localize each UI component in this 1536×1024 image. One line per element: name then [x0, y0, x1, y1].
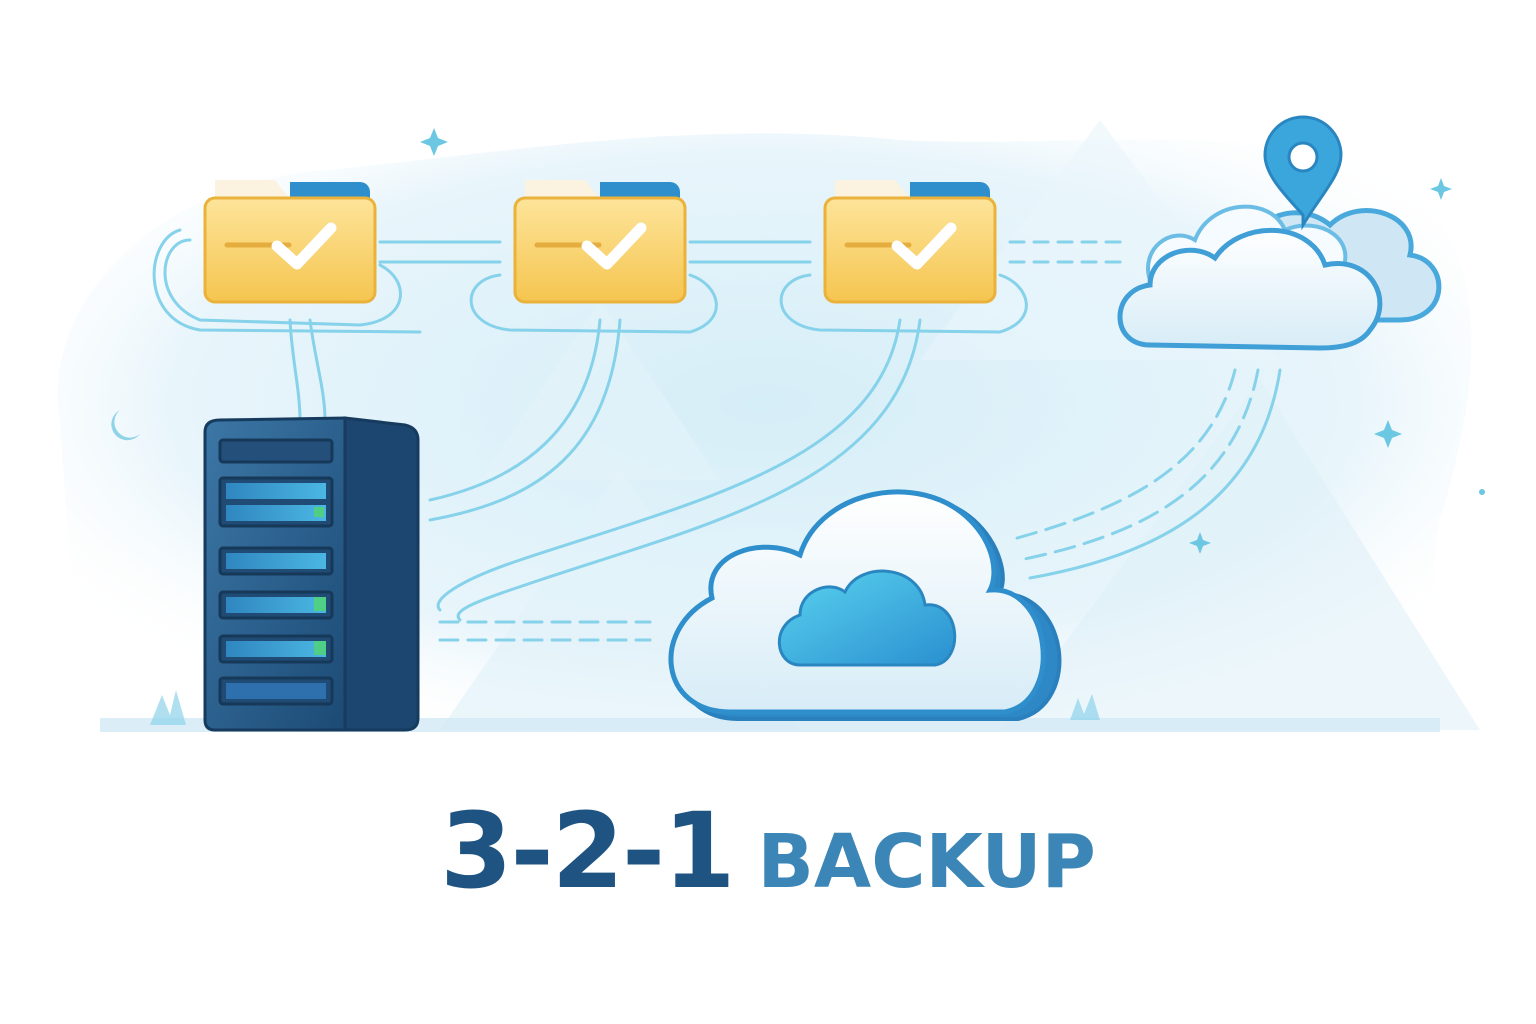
connection-lines	[152, 228, 1282, 642]
sparkle-icons	[111, 128, 1485, 554]
folder-check-icon	[513, 180, 687, 304]
title-word: BACKUP	[757, 819, 1096, 905]
cloud-icon	[668, 489, 1100, 721]
cloud-location-pin-icon	[1117, 115, 1442, 351]
page-title: 3-2-1 BACKUP	[0, 790, 1536, 912]
folder-check-icon	[203, 180, 377, 304]
folder-check-icon	[823, 180, 997, 304]
title-numbers: 3-2-1	[440, 790, 735, 912]
server-rack-icon	[150, 416, 420, 732]
